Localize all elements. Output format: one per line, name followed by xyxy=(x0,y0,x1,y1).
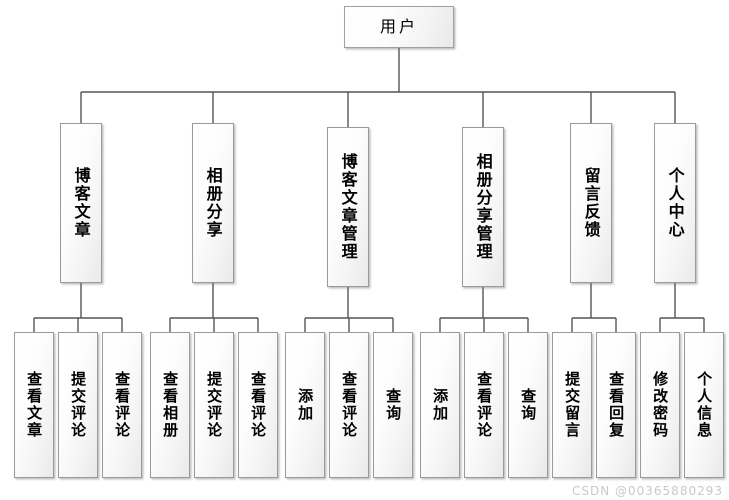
node-l2-3[interactable]: 相册分享管理 xyxy=(462,127,504,287)
node-leaf-11[interactable]: 查询 xyxy=(508,332,548,478)
node-l2-3-label: 相册分享管理 xyxy=(473,153,493,261)
node-leaf-7-label: 查看评论 xyxy=(340,371,359,439)
watermark: CSDN @00365880293 xyxy=(571,484,723,498)
node-leaf-8[interactable]: 查询 xyxy=(373,332,413,478)
node-leaf-7[interactable]: 查看评论 xyxy=(329,332,369,478)
node-leaf-6[interactable]: 添加 xyxy=(285,332,325,478)
node-root-label: 用户 xyxy=(379,17,418,37)
node-leaf-13-label: 查看回复 xyxy=(607,371,626,439)
node-leaf-14-label: 修改密码 xyxy=(651,371,670,439)
node-leaf-1[interactable]: 提交评论 xyxy=(58,332,98,478)
node-leaf-6-label: 添加 xyxy=(296,388,315,422)
node-leaf-4-label: 提交评论 xyxy=(205,371,224,439)
node-leaf-9-label: 添加 xyxy=(431,388,450,422)
node-leaf-8-label: 查询 xyxy=(384,388,403,422)
node-leaf-12-label: 提交留言 xyxy=(563,371,582,439)
node-root[interactable]: 用户 xyxy=(344,6,454,48)
node-leaf-3[interactable]: 查看相册 xyxy=(150,332,190,478)
node-leaf-1-label: 提交评论 xyxy=(69,371,88,439)
node-leaf-15-label: 个人信息 xyxy=(695,371,714,439)
node-leaf-11-label: 查询 xyxy=(519,388,538,422)
node-leaf-10-label: 查看评论 xyxy=(475,371,494,439)
node-l2-0[interactable]: 博客文章 xyxy=(60,123,102,283)
node-l2-1-label: 相册分享 xyxy=(203,167,223,239)
node-leaf-15[interactable]: 个人信息 xyxy=(684,332,724,478)
node-leaf-10[interactable]: 查看评论 xyxy=(464,332,504,478)
node-leaf-5[interactable]: 查看评论 xyxy=(238,332,278,478)
node-l2-4[interactable]: 留言反馈 xyxy=(570,123,612,283)
node-leaf-0[interactable]: 查看文章 xyxy=(14,332,54,478)
node-l2-5[interactable]: 个人中心 xyxy=(654,123,696,283)
node-leaf-12[interactable]: 提交留言 xyxy=(552,332,592,478)
node-leaf-13[interactable]: 查看回复 xyxy=(596,332,636,478)
node-l2-5-label: 个人中心 xyxy=(665,167,685,239)
node-leaf-0-label: 查看文章 xyxy=(25,371,44,439)
node-l2-4-label: 留言反馈 xyxy=(581,167,601,239)
node-leaf-4[interactable]: 提交评论 xyxy=(194,332,234,478)
node-l2-0-label: 博客文章 xyxy=(71,167,91,239)
node-leaf-5-label: 查看评论 xyxy=(249,371,268,439)
node-l2-2-label: 博客文章管理 xyxy=(338,153,358,261)
node-leaf-3-label: 查看相册 xyxy=(161,371,180,439)
node-leaf-2-label: 查看评论 xyxy=(113,371,132,439)
node-leaf-9[interactable]: 添加 xyxy=(420,332,460,478)
node-leaf-14[interactable]: 修改密码 xyxy=(640,332,680,478)
node-l2-2[interactable]: 博客文章管理 xyxy=(327,127,369,287)
node-leaf-2[interactable]: 查看评论 xyxy=(102,332,142,478)
node-l2-1[interactable]: 相册分享 xyxy=(192,123,234,283)
